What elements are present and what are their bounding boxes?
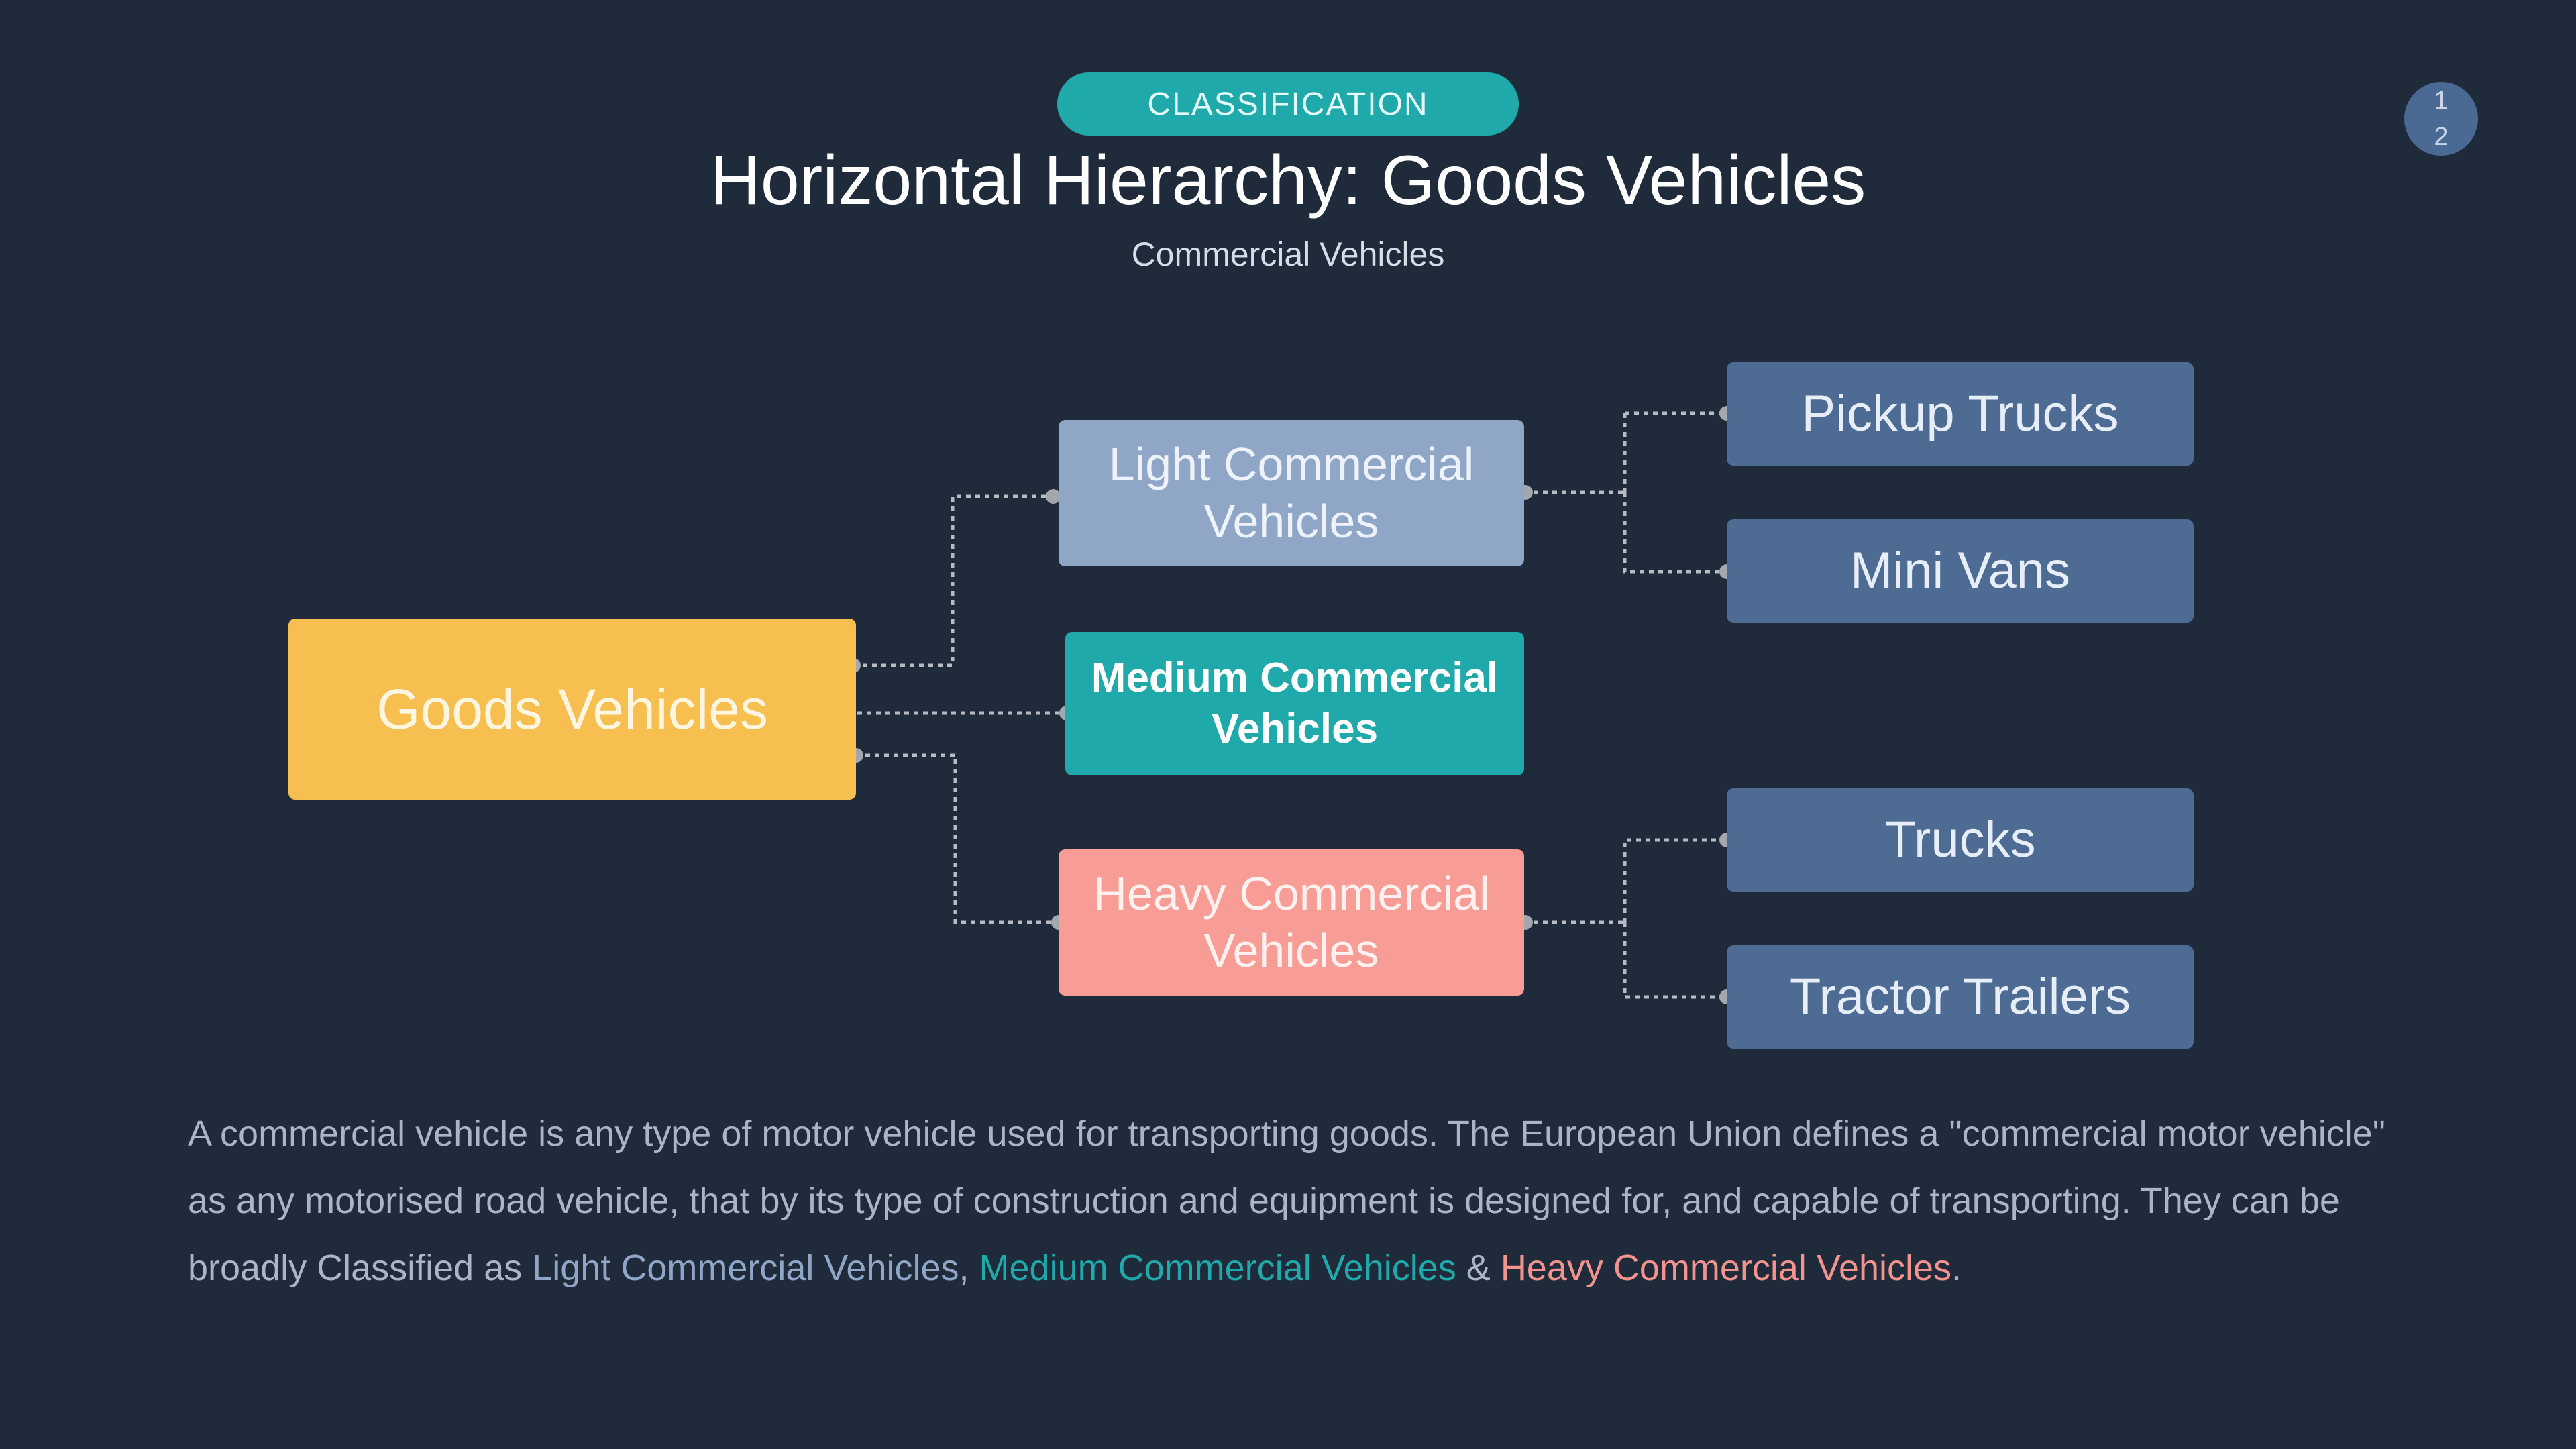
highlight-heavy-commercial: Heavy Commercial Vehicles bbox=[1500, 1248, 1952, 1288]
node-light-commercial-vehicles: Light Commercial Vehicles bbox=[1059, 420, 1524, 566]
node-medium-commercial-vehicles: Medium Commercial Vehicles bbox=[1065, 632, 1524, 775]
classification-tag: CLASSIFICATION bbox=[1057, 72, 1519, 136]
description-end: . bbox=[1951, 1248, 1962, 1288]
description-separator-2: & bbox=[1456, 1248, 1501, 1288]
connector-heavy-trailers bbox=[1623, 922, 1727, 999]
highlight-light-commercial: Light Commercial Vehicles bbox=[532, 1248, 959, 1288]
node-trucks: Trucks bbox=[1727, 788, 2194, 892]
page-number-badge: 1 2 bbox=[2404, 82, 2478, 156]
description-text: A commercial vehicle is any type of moto… bbox=[188, 1114, 2385, 1288]
page-title: Horizontal Hierarchy: Goods Vehicles bbox=[710, 142, 1866, 219]
connector-light-minivans bbox=[1623, 492, 1727, 574]
page-subtitle: Commercial Vehicles bbox=[1131, 235, 1445, 273]
node-tractor-trailers: Tractor Trailers bbox=[1727, 945, 2194, 1049]
highlight-medium-commercial: Medium Commercial Vehicles bbox=[979, 1248, 1456, 1288]
connector-root-light bbox=[853, 494, 1052, 667]
connector-root-heavy bbox=[856, 753, 1057, 924]
connector-heavy-trucks bbox=[1623, 838, 1727, 922]
description-separator-1: , bbox=[959, 1248, 979, 1288]
page-number-line-1: 1 bbox=[2434, 87, 2449, 115]
node-heavy-commercial-vehicles: Heavy Commercial Vehicles bbox=[1059, 849, 1524, 996]
page-number-line-2: 2 bbox=[2434, 123, 2449, 151]
description-paragraph: A commercial vehicle is any type of moto… bbox=[188, 1100, 2402, 1301]
dot-light-in bbox=[1046, 489, 1061, 504]
node-goods-vehicles: Goods Vehicles bbox=[288, 619, 856, 800]
node-mini-vans: Mini Vans bbox=[1727, 519, 2194, 623]
node-pickup-trucks: Pickup Trucks bbox=[1727, 362, 2194, 466]
